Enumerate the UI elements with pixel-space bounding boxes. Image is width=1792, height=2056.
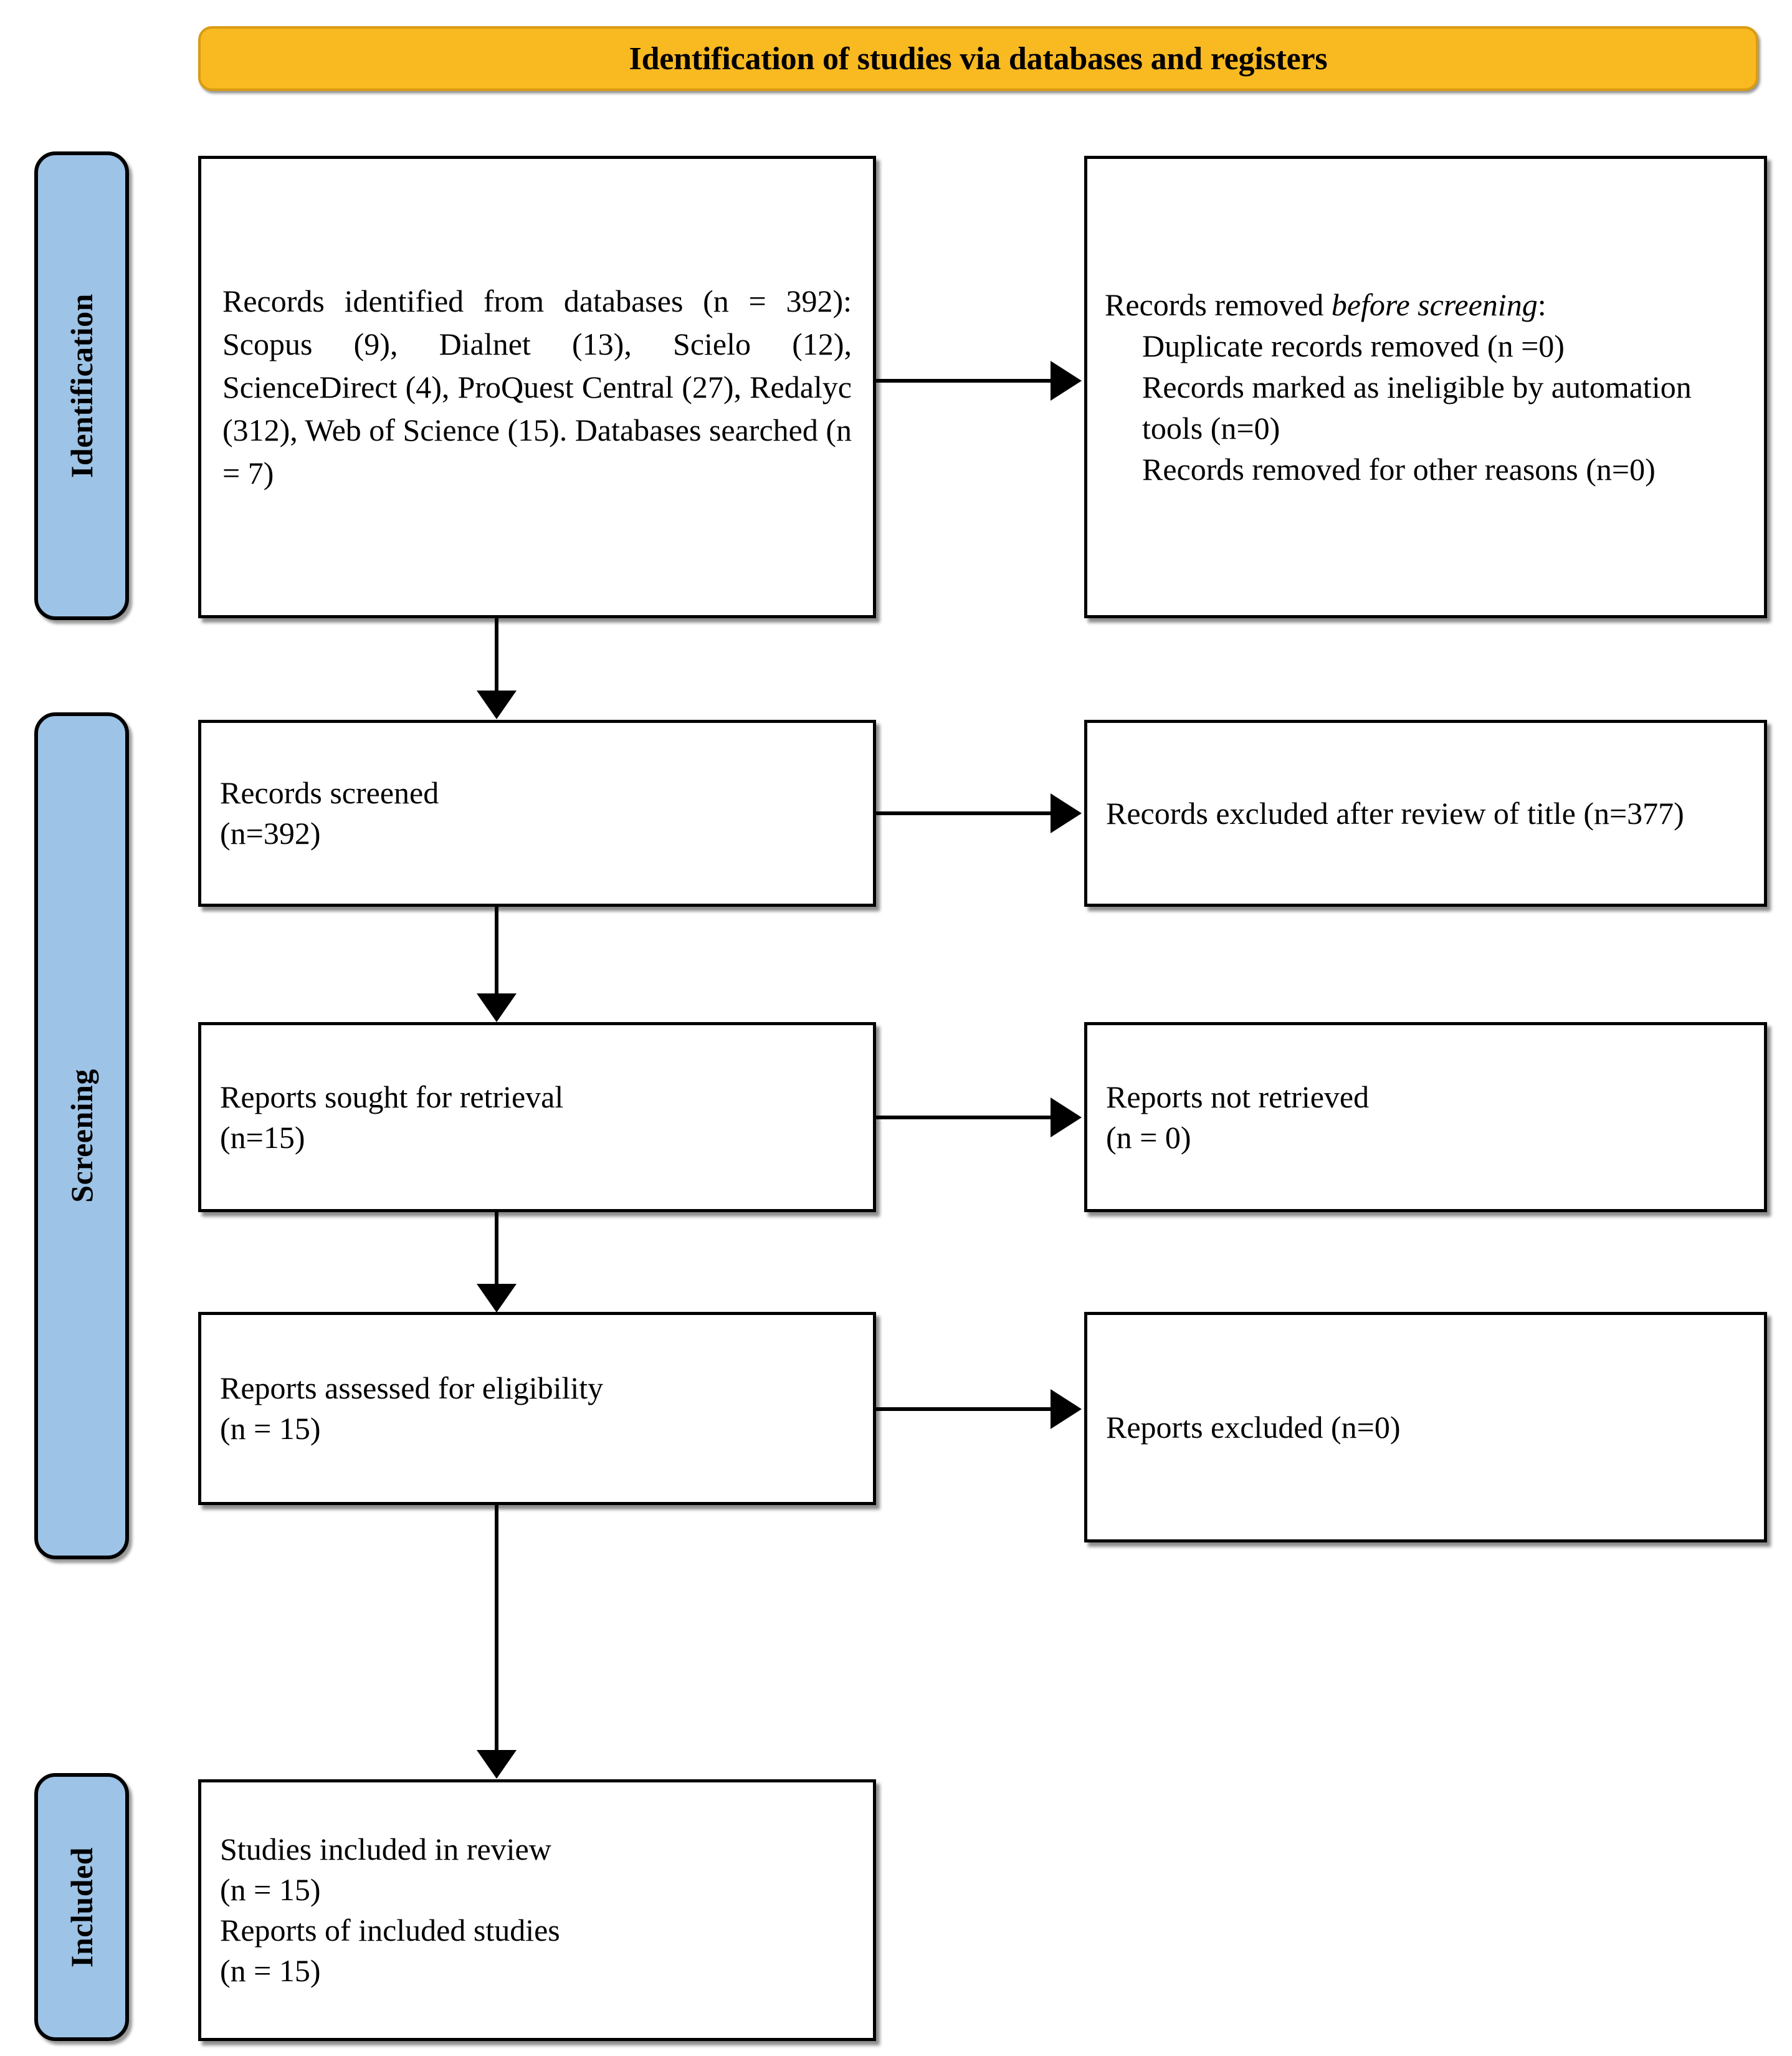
studies-included-line-2: (n = 15) bbox=[220, 1872, 321, 1907]
box-records-removed-before-screening: Records removed before screening: Duplic… bbox=[1084, 156, 1767, 618]
connector-sought-to-not-retrieved-arrowhead bbox=[1051, 1097, 1082, 1137]
connector-sought-to-assessed-arrowhead bbox=[477, 1284, 517, 1312]
reports-sought-line-2: (n=15) bbox=[220, 1119, 305, 1155]
connector-screened-to-sought-arrowhead bbox=[477, 993, 517, 1022]
reports-excluded-text: Reports excluded (n=0) bbox=[1106, 1409, 1401, 1445]
connector-identified-to-removed-arrowhead bbox=[1051, 361, 1082, 401]
stage-badge-included: Included bbox=[34, 1773, 129, 2041]
reports-sought-line-1: Reports sought for retrieval bbox=[220, 1079, 564, 1114]
connector-identified-to-removed-line bbox=[876, 379, 1052, 383]
connector-identified-to-screened-arrowhead bbox=[477, 691, 517, 719]
diagram-title: Identification of studies via databases … bbox=[629, 41, 1328, 77]
records-screened-line-2: (n=392) bbox=[220, 816, 321, 851]
reports-not-retrieved-line-2: (n = 0) bbox=[1106, 1119, 1191, 1155]
records-screened-line-1: Records screened bbox=[220, 775, 439, 810]
box-reports-sought: Reports sought for retrieval (n=15) bbox=[198, 1022, 876, 1212]
connector-assessed-to-excluded-line bbox=[876, 1407, 1052, 1411]
records-removed-item-other: Records removed for other reasons (n=0) bbox=[1142, 452, 1656, 487]
box-studies-included: Studies included in review (n = 15) Repo… bbox=[198, 1779, 876, 2041]
records-removed-item-automation: Records marked as ineligible by automati… bbox=[1142, 370, 1692, 446]
connector-assessed-to-included-line bbox=[495, 1505, 498, 1752]
records-removed-heading-prefix: Records removed bbox=[1105, 287, 1332, 322]
connector-assessed-to-excluded-arrowhead bbox=[1051, 1389, 1082, 1429]
studies-included-line-3: Reports of included studies bbox=[220, 1913, 560, 1948]
diagram-header-banner: Identification of studies via databases … bbox=[198, 26, 1758, 91]
connector-sought-to-assessed-line bbox=[495, 1212, 498, 1286]
box-records-excluded-title: Records excluded after review of title (… bbox=[1084, 720, 1767, 907]
stage-badge-screening: Screening bbox=[34, 712, 129, 1559]
records-removed-heading: Records removed before screening: bbox=[1105, 284, 1747, 325]
box-reports-excluded: Reports excluded (n=0) bbox=[1084, 1312, 1767, 1542]
box-reports-not-retrieved: Reports not retrieved (n = 0) bbox=[1084, 1022, 1767, 1212]
reports-assessed-line-2: (n = 15) bbox=[220, 1411, 321, 1446]
records-removed-heading-suffix: : bbox=[1537, 287, 1547, 322]
studies-included-line-1: Studies included in review bbox=[220, 1832, 551, 1867]
connector-sought-to-not-retrieved-line bbox=[876, 1116, 1052, 1119]
stage-badge-identification: Identification bbox=[34, 151, 129, 620]
reports-assessed-line-1: Reports assessed for eligibility bbox=[220, 1370, 604, 1405]
stage-label-identification: Identification bbox=[64, 294, 99, 478]
stage-label-included: Included bbox=[64, 1847, 99, 1968]
box-records-screened: Records screened (n=392) bbox=[198, 720, 876, 907]
box-reports-assessed: Reports assessed for eligibility (n = 15… bbox=[198, 1312, 876, 1505]
records-removed-heading-italic: before screening bbox=[1331, 287, 1538, 322]
box-records-identified: Records identified from databases (n = 3… bbox=[198, 156, 876, 618]
connector-screened-to-excluded-arrowhead bbox=[1051, 793, 1082, 833]
connector-assessed-to-included-arrowhead bbox=[477, 1750, 517, 1779]
records-identified-text: Records identified from databases (n = 3… bbox=[222, 283, 852, 490]
stage-label-screening: Screening bbox=[64, 1069, 99, 1203]
reports-not-retrieved-line-1: Reports not retrieved bbox=[1106, 1079, 1370, 1114]
connector-identified-to-screened-line bbox=[495, 618, 498, 694]
studies-included-line-4: (n = 15) bbox=[220, 1953, 321, 1988]
connector-screened-to-excluded-line bbox=[876, 811, 1052, 815]
records-excluded-title-text: Records excluded after review of title (… bbox=[1106, 795, 1684, 831]
connector-screened-to-sought-line bbox=[495, 907, 498, 994]
records-removed-item-duplicates: Duplicate records removed (n =0) bbox=[1142, 328, 1565, 363]
